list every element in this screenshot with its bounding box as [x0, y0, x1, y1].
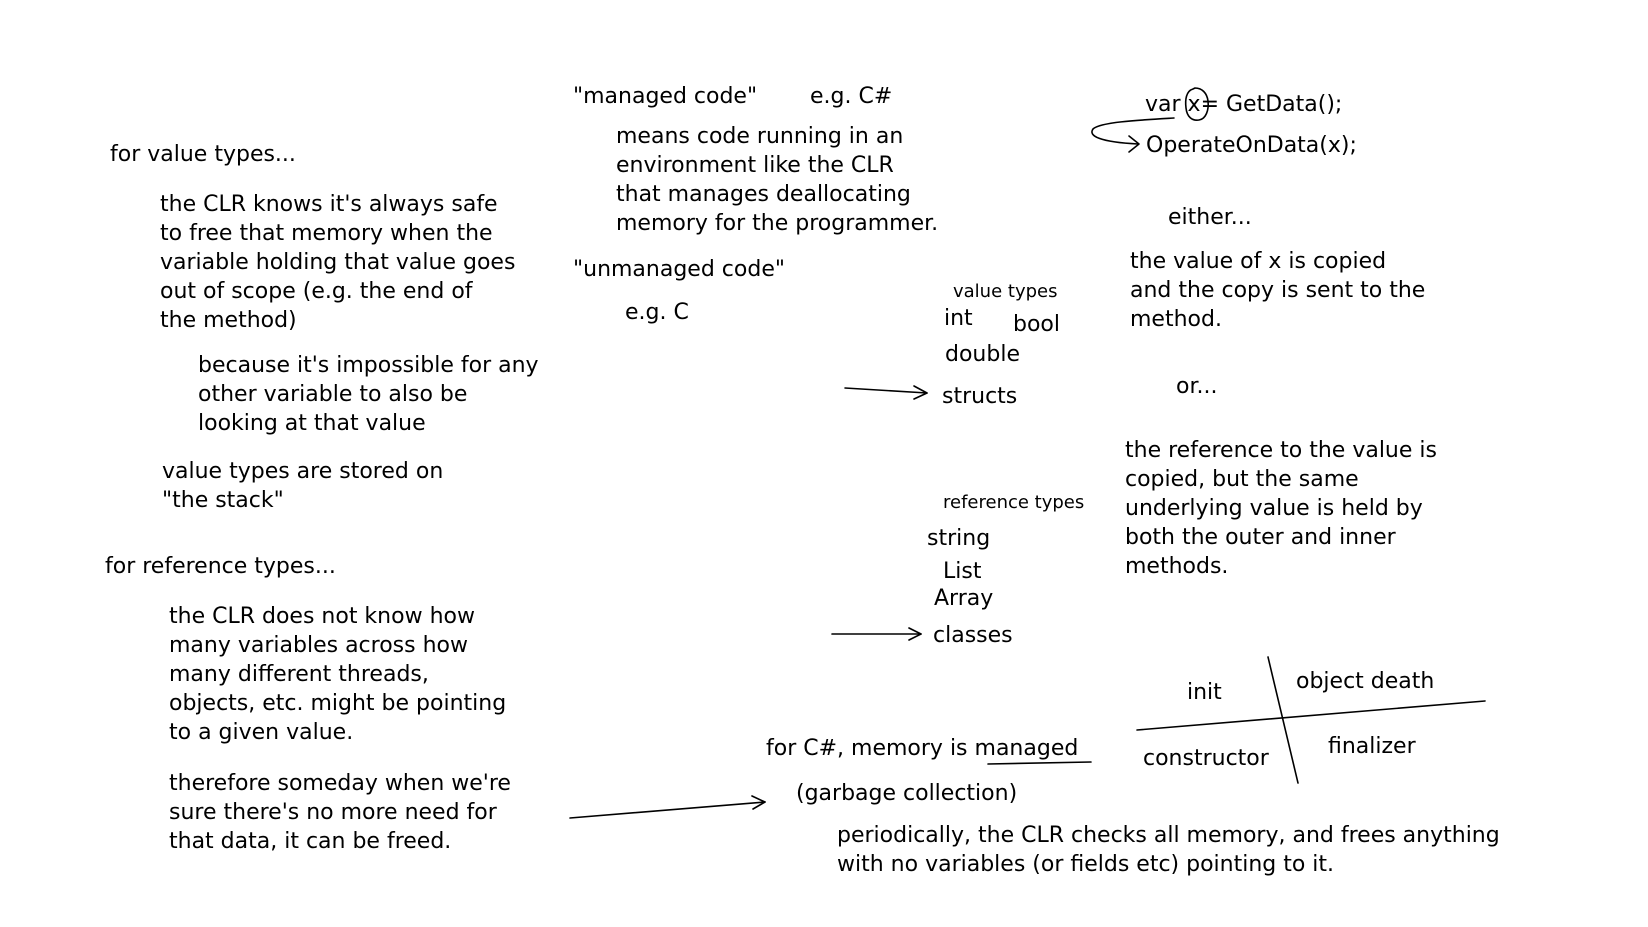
- unmanaged-code-label: "unmanaged code": [573, 257, 785, 282]
- grid-label-finalizer: finalizer: [1328, 734, 1416, 759]
- value-types-list-heading: value types: [953, 281, 1058, 302]
- value-types-reason: because it's impossible for any other va…: [198, 353, 539, 436]
- value-types-explanation: the CLR knows it's always safe to free t…: [160, 192, 516, 333]
- arrow-to-classes-head: [908, 627, 922, 641]
- arrow-to-structs: [844, 387, 928, 394]
- reference-type-string: string: [927, 526, 991, 551]
- garbage-collection-label: (garbage collection): [796, 781, 1018, 806]
- either-label: either...: [1168, 205, 1252, 230]
- value-type-structs: structs: [942, 384, 1018, 409]
- reference-types-explanation: the CLR does not know how many variables…: [169, 604, 507, 745]
- reference-type-classes: classes: [933, 623, 1013, 648]
- value-type-int: int: [944, 306, 973, 331]
- grid-vertical-line: [1267, 656, 1299, 784]
- option-copy-reference: the reference to the value is copied, bu…: [1125, 438, 1437, 579]
- arrow-to-managed-memory-head: [751, 795, 766, 810]
- csharp-memory-managed-word: managed: [974, 736, 1079, 761]
- managed-code-label: "managed code": [573, 84, 758, 109]
- unmanaged-code-example: e.g. C: [625, 300, 689, 325]
- garbage-collection-description: periodically, the CLR checks all memory,…: [837, 823, 1500, 877]
- reference-types-freed-note: therefore someday when we're sure there'…: [169, 771, 511, 854]
- reference-type-list: List: [943, 559, 982, 584]
- managed-code-example: e.g. C#: [810, 84, 893, 109]
- value-types-stack-note: value types are stored on "the stack": [162, 459, 444, 513]
- grid-label-init: init: [1187, 680, 1222, 705]
- grid-label-object-death: object death: [1296, 669, 1435, 694]
- code-var-keyword: var: [1145, 92, 1188, 117]
- curved-arrow-x-to-call-head: [1128, 135, 1140, 153]
- option-copy-value: the value of x is copied and the copy is…: [1130, 249, 1426, 332]
- reference-type-array: Array: [934, 586, 994, 611]
- value-type-bool: bool: [1013, 312, 1060, 337]
- or-label: or...: [1176, 374, 1218, 399]
- csharp-memory-statement: for C#, memory is managed: [766, 734, 1078, 763]
- csharp-memory-prefix: for C#, memory is: [766, 736, 975, 761]
- code-get-data-call: = GetData();: [1200, 92, 1343, 117]
- arrow-to-managed-memory: [569, 801, 766, 819]
- code-line-operate-on-data: OperateOnData(x);: [1146, 133, 1357, 158]
- value-type-double: double: [945, 342, 1020, 367]
- value-types-heading: for value types...: [110, 142, 296, 167]
- grid-label-constructor: constructor: [1143, 746, 1269, 771]
- code-line-get-data: var x= GetData();: [1145, 90, 1342, 119]
- arrow-to-structs-head: [913, 385, 928, 400]
- reference-types-heading: for reference types...: [105, 554, 336, 579]
- reference-types-list-heading: reference types: [943, 492, 1085, 513]
- managed-code-description: means code running in an environment lik…: [616, 124, 939, 236]
- code-variable-x: x: [1187, 92, 1201, 117]
